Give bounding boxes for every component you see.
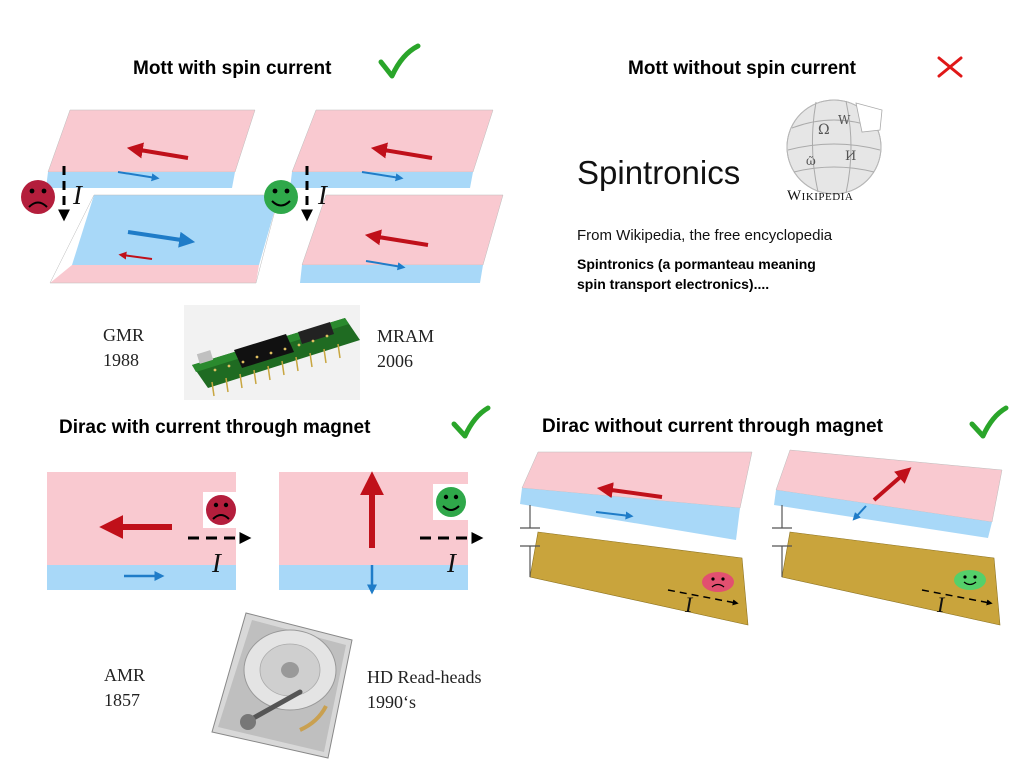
- milestone-mram: MRAM 2006: [377, 324, 434, 374]
- mott-with-diagram-alt: [264, 109, 504, 283]
- check-mark-icon: [969, 405, 1009, 439]
- svg-text:ῶ: ῶ: [806, 154, 816, 168]
- blue-layer: [774, 490, 992, 538]
- blue-layer: [279, 565, 468, 590]
- check-mark-icon: [378, 43, 421, 79]
- happy-face-icon: [436, 487, 466, 517]
- blue-arrow: [117, 171, 160, 182]
- milestone-year: 1990‘s: [367, 692, 416, 712]
- current-label: I: [212, 548, 221, 578]
- mott-with-diagram: [21, 109, 280, 284]
- svg-text:И: И: [845, 149, 856, 164]
- milestone-year: 2006: [377, 351, 413, 371]
- red-arrow: [118, 251, 153, 260]
- top-blue-layer: [46, 172, 235, 188]
- wikipedia-globe-icon: Ω W И ῶ: [786, 99, 883, 195]
- heading-mott-without: Mott without spin current: [628, 58, 856, 79]
- current-label: I: [447, 548, 456, 578]
- wiki-article-title[interactable]: Spintronics: [577, 154, 741, 191]
- svg-text:Ω: Ω: [818, 122, 830, 138]
- top-pink-layer: [291, 109, 494, 173]
- capacitor-icon: [772, 505, 792, 577]
- blue-arrow: [127, 230, 196, 248]
- dirac-without-diagram-alt: [772, 449, 1003, 626]
- blue-arrow: [852, 505, 867, 521]
- current-label: I: [685, 592, 693, 617]
- dirac-with-diagram: [47, 472, 252, 590]
- dirac-with-diagram-alt: [279, 471, 484, 595]
- gold-layer: [781, 531, 1001, 626]
- gold-layer: [529, 531, 749, 626]
- blue-arrow: [361, 171, 404, 182]
- sad-face-icon: [21, 180, 55, 214]
- milestone-hd-read-heads: HD Read-heads 1990‘s: [367, 665, 481, 715]
- milestone-gmr: GMR 1988: [103, 323, 144, 373]
- red-arrow: [872, 467, 912, 502]
- check-mark-icon: [451, 405, 491, 439]
- milestone-amr: AMR 1857: [104, 663, 145, 713]
- bottom-blue-layer: [72, 195, 279, 265]
- wiki-description-line-2: spin transport electronics)....: [577, 276, 770, 292]
- cross-mark-icon: [937, 56, 963, 78]
- milestone-name: HD Read-heads: [367, 667, 482, 687]
- current-label: I: [73, 180, 82, 210]
- happy-face-icon: [954, 570, 986, 590]
- current-label: I: [937, 592, 945, 617]
- svg-text:W: W: [838, 113, 851, 127]
- red-arrow: [364, 229, 429, 247]
- bottom-pink-layer: [50, 265, 259, 283]
- milestone-name: GMR: [103, 325, 145, 345]
- blue-layer: [47, 565, 236, 590]
- red-arrow: [126, 142, 189, 160]
- bottom-blue-layer: [300, 265, 483, 283]
- red-arrow: [370, 142, 433, 160]
- hard-drive-image: [211, 612, 353, 759]
- circuit-board-image: [184, 305, 360, 400]
- blue-arrow: [365, 260, 406, 271]
- heading-mott-with: Mott with spin current: [133, 58, 332, 79]
- milestone-name: AMR: [104, 665, 146, 685]
- milestone-year: 1857: [104, 690, 140, 710]
- top-pink-layer: [47, 109, 256, 173]
- wikipedia-wordmark: Wikipedia: [787, 188, 854, 204]
- sad-face-icon: [206, 495, 236, 525]
- bottom-pink-layer: [301, 194, 504, 266]
- red-arrow: [596, 482, 663, 499]
- top-blue-layer: [290, 172, 473, 188]
- wiki-description-line-1: Spintronics (a pormanteau meaning: [577, 256, 816, 272]
- current-label: I: [318, 180, 327, 210]
- milestone-year: 1988: [103, 350, 139, 370]
- wiki-subtitle: From Wikipedia, the free encyclopedia: [577, 227, 833, 244]
- heading-dirac-without: Dirac without current through magnet: [542, 416, 883, 437]
- blue-arrow: [595, 511, 634, 520]
- sad-face-icon: [702, 572, 734, 592]
- heading-dirac-with: Dirac with current through magnet: [59, 417, 371, 438]
- milestone-name: MRAM: [377, 326, 435, 346]
- dirac-without-diagram: [520, 451, 753, 626]
- happy-face-icon: [264, 180, 298, 214]
- capacitor-icon: [520, 505, 540, 577]
